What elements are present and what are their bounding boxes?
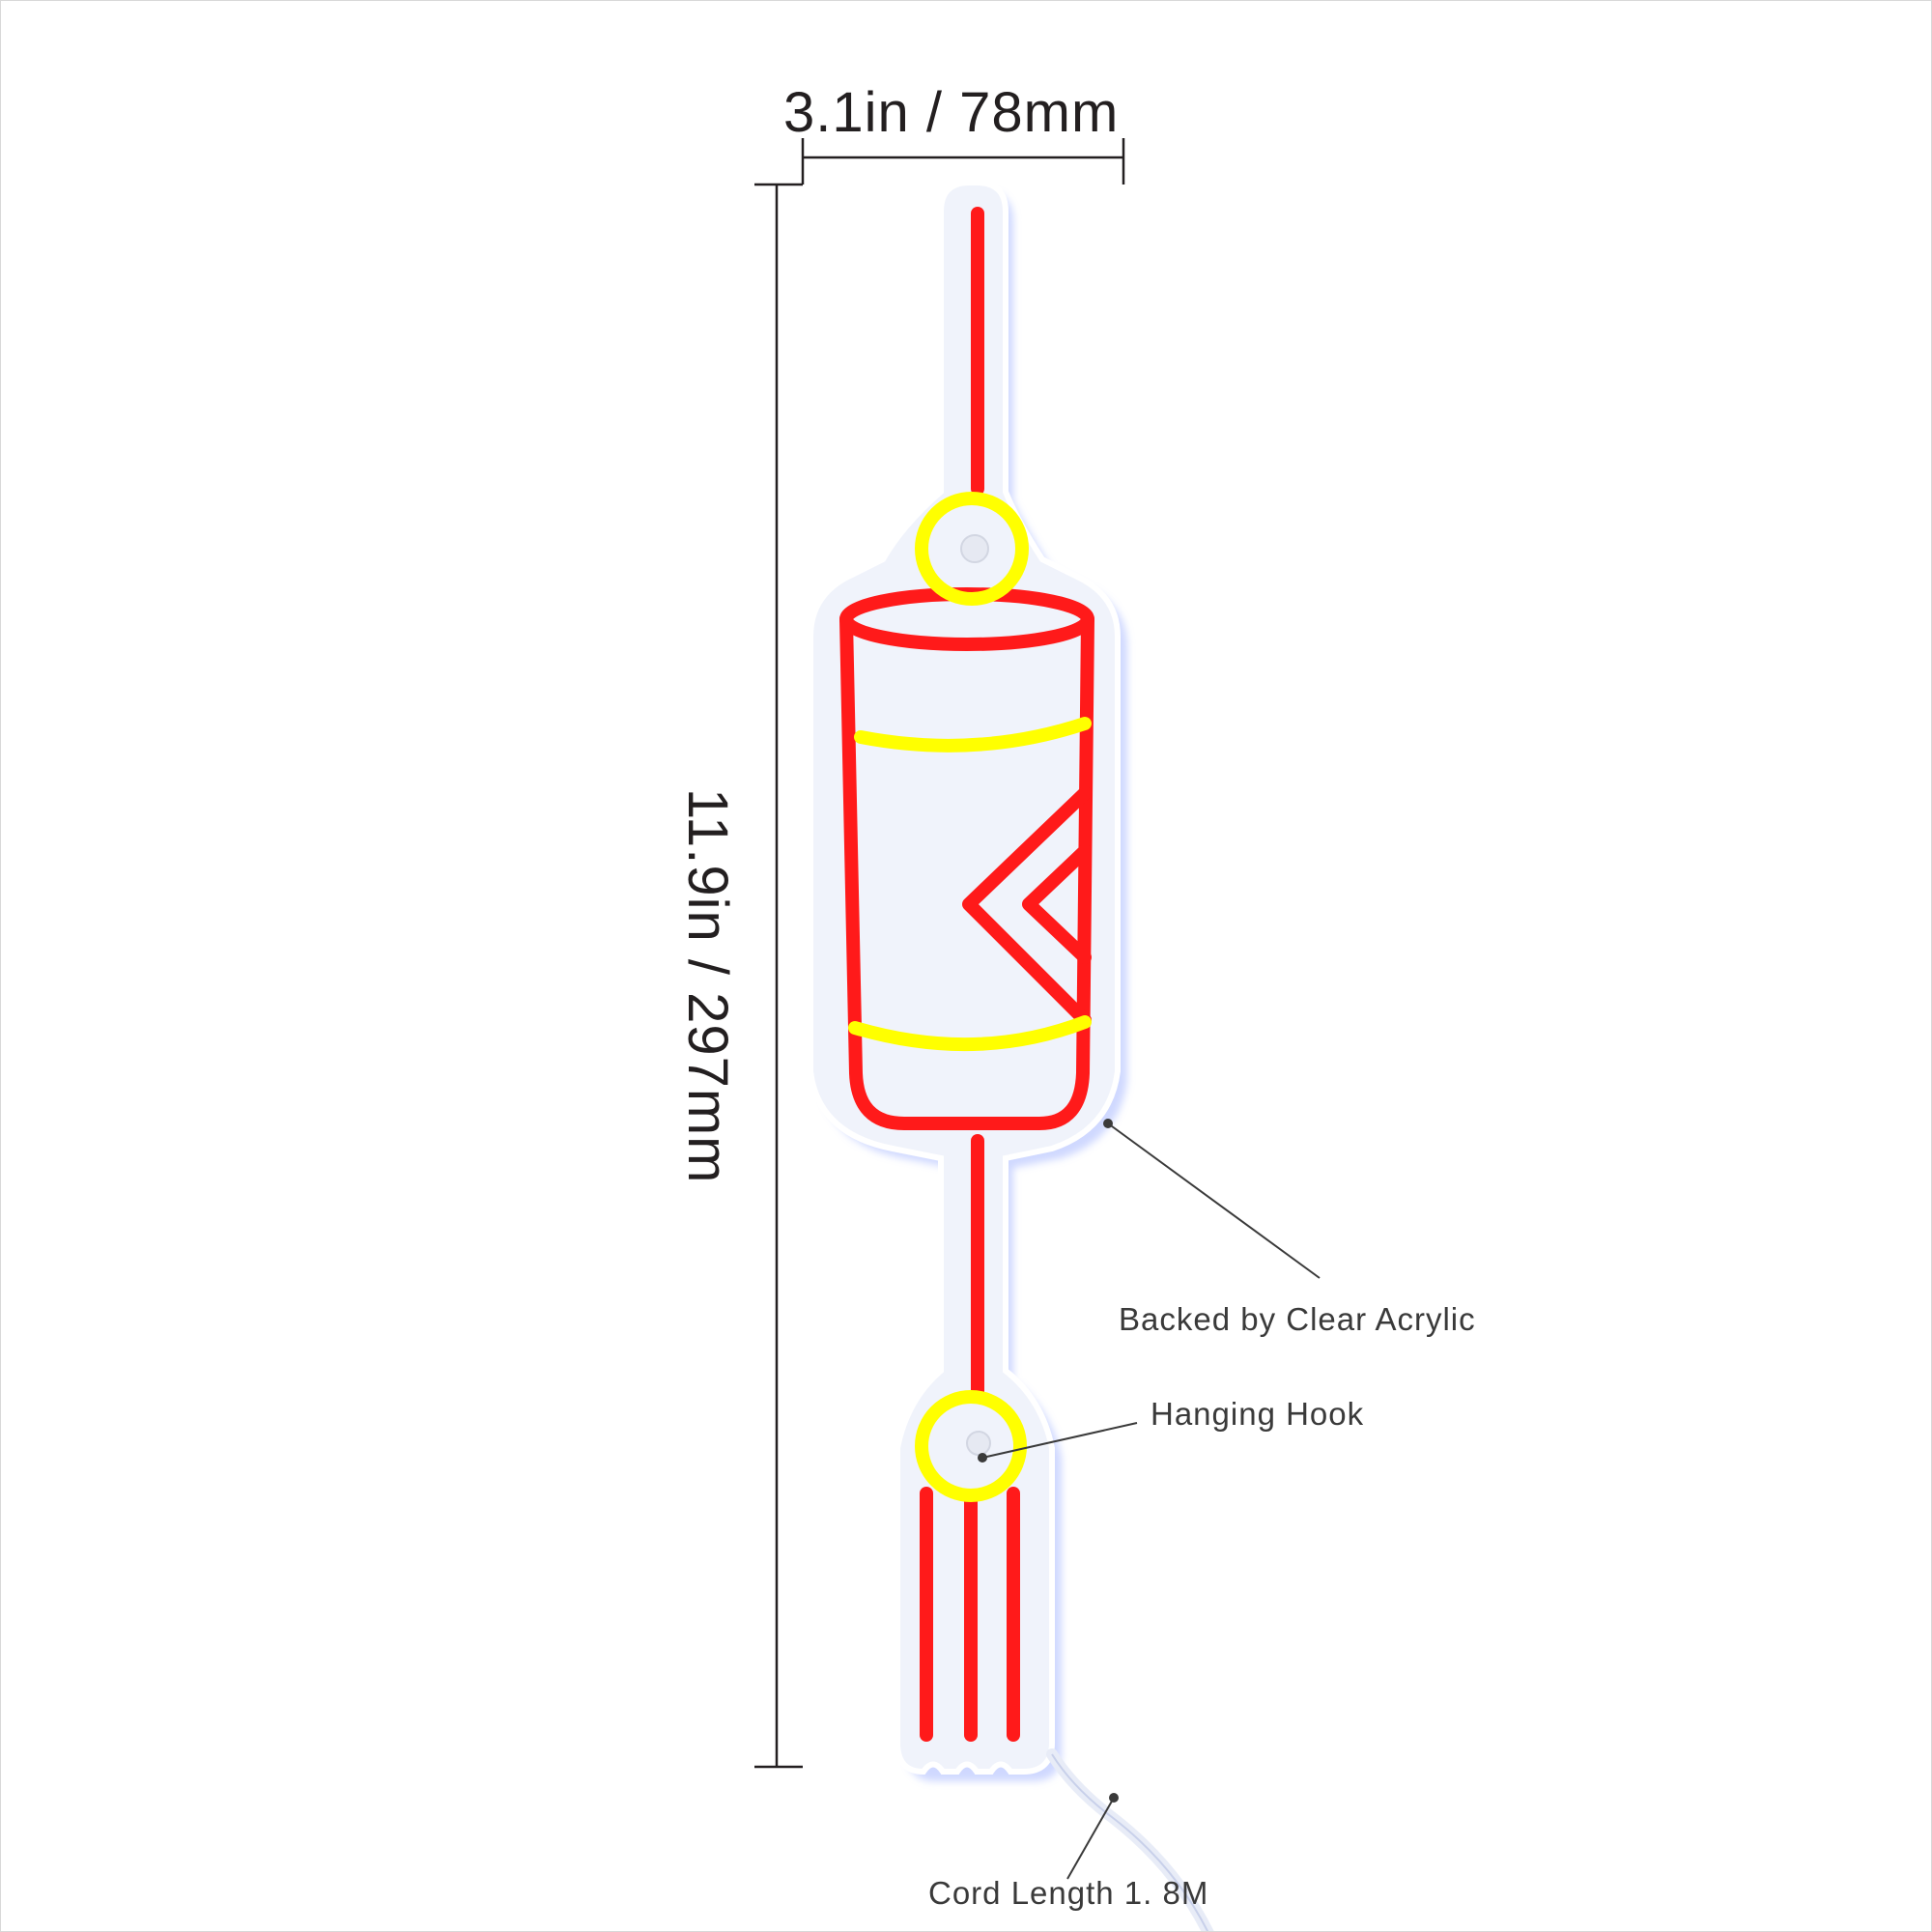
cord-callout-dot: [1109, 1793, 1119, 1803]
cord-length-callout: Cord Length 1. 8M: [928, 1875, 1209, 1911]
acrylic-backing-callout: Backed by Clear Acrylic: [1119, 1301, 1476, 1337]
callout-dots: [978, 1119, 1119, 1803]
bottom-ring: [915, 1390, 1027, 1502]
inner-triangle-motif: [1022, 844, 1092, 964]
outer-triangle-motif: [962, 786, 1092, 1027]
neon-yellow-tubes: [848, 492, 1092, 1502]
bottom-hook-hole-icon: [966, 1431, 991, 1456]
backing-leader-line: [1107, 1122, 1321, 1279]
top-ring: [915, 492, 1029, 606]
width-dimension-label: 3.1in / 78mm: [783, 81, 1120, 144]
hook-leader-line: [981, 1422, 1138, 1459]
height-dimension-line: [754, 183, 803, 1769]
lantern-body-outline: [839, 612, 1094, 1130]
upper-yellow-band: [854, 717, 1092, 753]
cord-leader-line: [1066, 1797, 1115, 1880]
height-dimension-label: 11.9in / 297mm: [676, 788, 739, 1184]
width-dimension-line: [801, 138, 1125, 185]
acrylic-backing: [808, 180, 1121, 1776]
lower-yellow-band: [848, 1015, 1092, 1052]
hanging-hook-callout: Hanging Hook: [1151, 1396, 1365, 1432]
callout-leaders: [981, 1122, 1321, 1880]
backing-callout-dot: [1103, 1119, 1113, 1128]
hook-callout-dot: [978, 1453, 987, 1463]
power-cord-highlight: [1051, 1753, 1209, 1931]
neon-red-tubes: [839, 207, 1094, 1742]
top-hook-hole-icon: [960, 534, 989, 563]
